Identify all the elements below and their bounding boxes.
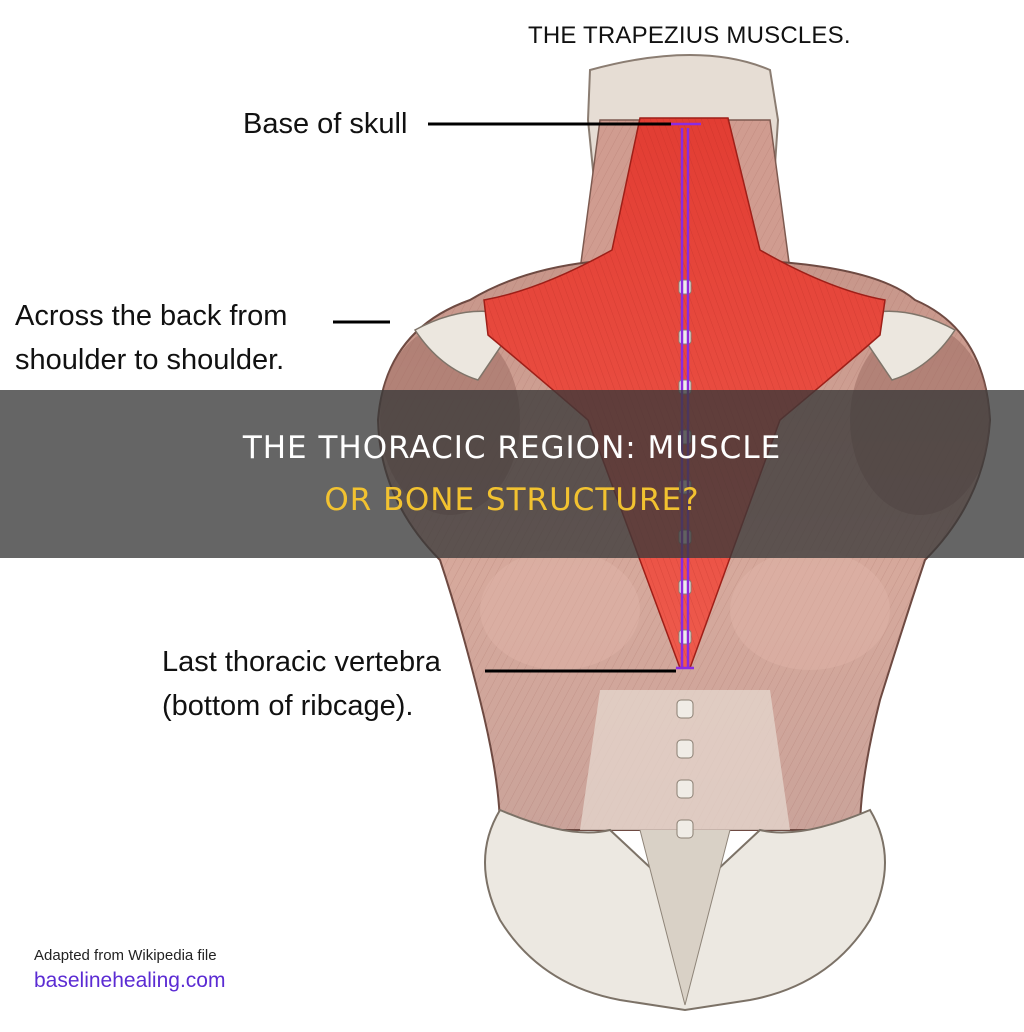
- callout-base-of-skull: Base of skull: [243, 102, 407, 146]
- callout-base-of-skull-label: Base of skull: [243, 102, 407, 146]
- callout-across-back-line-1: Across the back from: [15, 294, 287, 338]
- site-link[interactable]: baselinehealing.com: [34, 969, 225, 993]
- callout-across-back: Across the back from shoulder to shoulde…: [15, 294, 287, 382]
- callout-vertebra-line-1: Last thoracic vertebra: [162, 640, 441, 684]
- title-banner: THE THORACIC REGION: MUSCLE OR BONE STRU…: [0, 390, 1024, 558]
- source-credit: Adapted from Wikipedia file: [34, 947, 217, 964]
- callout-across-back-line-2: shoulder to shoulder.: [15, 338, 287, 382]
- callout-vertebra-line-2: (bottom of ribcage).: [162, 684, 441, 728]
- diagram-heading: THE TRAPEZIUS MUSCLES.: [528, 22, 851, 50]
- callout-last-thoracic-vertebra: Last thoracic vertebra (bottom of ribcag…: [162, 640, 441, 728]
- banner-title-line-2: OR BONE STRUCTURE?: [324, 474, 699, 526]
- banner-title-line-1: THE THORACIC REGION: MUSCLE: [243, 422, 781, 474]
